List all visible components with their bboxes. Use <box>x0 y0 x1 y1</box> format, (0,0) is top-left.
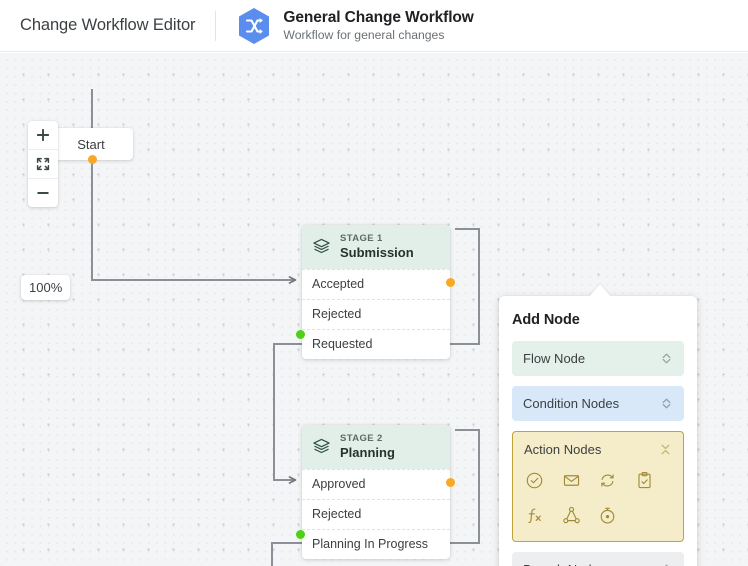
shuffle-hexagon-icon <box>239 7 270 44</box>
plus-icon <box>36 128 50 142</box>
add-node-panel-title: Add Node <box>512 312 580 328</box>
chevron-updown-icon[interactable] <box>660 352 673 365</box>
app-header: Change Workflow Editor General Change Wo… <box>0 0 748 52</box>
chevron-updown-icon[interactable] <box>660 563 673 566</box>
share-network-icon[interactable] <box>562 506 581 525</box>
stage-title: Submission <box>340 245 414 260</box>
category-action-nodes[interactable]: Action Nodes <box>512 431 684 542</box>
fit-to-screen-icon <box>36 157 50 171</box>
timer-stopwatch-icon[interactable] <box>598 506 617 525</box>
category-branch-nodes-header[interactable]: Branch Nodes <box>512 552 684 566</box>
layers-icon <box>313 238 330 254</box>
stage-row[interactable]: Approved <box>302 469 450 499</box>
function-fx-icon[interactable] <box>525 506 544 525</box>
action-node-icon-grid <box>513 467 683 541</box>
clipboard-check-icon[interactable] <box>635 471 654 490</box>
page-title: Change Workflow Editor <box>20 16 196 34</box>
workflow-name: General Change Workflow <box>283 8 474 26</box>
category-condition-nodes[interactable]: Condition Nodes <box>512 386 684 421</box>
stage-header-text: STAGE 1 Submission <box>340 233 414 260</box>
category-action-nodes-header[interactable]: Action Nodes <box>513 432 683 467</box>
workflow-canvas[interactable]: 100% Start STAGE 1 Submission <box>0 53 748 566</box>
envelope-icon[interactable] <box>562 471 581 490</box>
stage-label: STAGE 2 <box>340 433 383 444</box>
add-node-panel: Add Node Flow Node Condition Nodes <box>499 296 697 566</box>
stage-row[interactable]: Rejected <box>302 499 450 529</box>
zoom-level-label[interactable]: 100% <box>21 275 71 300</box>
stage-row[interactable]: Planning In Progress <box>302 529 450 559</box>
chevron-collapse-icon[interactable] <box>659 443 672 456</box>
planning-approved-output-port[interactable] <box>446 478 455 487</box>
edge-start-to-submission <box>91 89 297 284</box>
fit-to-screen-button[interactable] <box>28 149 58 178</box>
submission-requested-input-port[interactable] <box>296 330 305 339</box>
zoom-controls <box>28 121 58 207</box>
start-node-label: Start <box>77 136 105 152</box>
check-circle-icon[interactable] <box>525 471 544 490</box>
stage-row[interactable]: Rejected <box>302 299 450 329</box>
category-label: Flow Node <box>523 351 586 366</box>
category-label: Action Nodes <box>524 442 602 457</box>
stage-label: STAGE 1 <box>340 233 383 244</box>
stage-header-text: STAGE 2 Planning <box>340 433 395 460</box>
stage-row[interactable]: Accepted <box>302 269 450 299</box>
stage-node-planning[interactable]: STAGE 2 Planning Approved Rejected Plann… <box>302 425 450 559</box>
planning-inprogress-input-port[interactable] <box>296 530 305 539</box>
category-flow-node-header[interactable]: Flow Node <box>512 341 684 376</box>
category-label: Branch Nodes <box>523 562 605 566</box>
stage-node-submission[interactable]: STAGE 1 Submission Accepted Rejected Req… <box>302 225 450 359</box>
panel-pointer <box>589 284 611 297</box>
workflow-icon <box>237 7 271 45</box>
zoom-in-button[interactable] <box>28 121 58 149</box>
minus-icon <box>37 192 49 194</box>
refresh-sync-icon[interactable] <box>598 471 617 490</box>
stage-row[interactable]: Requested <box>302 329 450 359</box>
category-branch-nodes[interactable]: Branch Nodes <box>512 552 684 566</box>
category-flow-node[interactable]: Flow Node <box>512 341 684 376</box>
workflow-heading: General Change Workflow Workflow for gen… <box>283 9 473 43</box>
stage-header: STAGE 2 Planning <box>302 425 450 469</box>
workflow-subtitle: Workflow for general changes <box>283 28 445 43</box>
layers-icon <box>313 438 330 454</box>
zoom-out-button[interactable] <box>28 178 58 207</box>
chevron-updown-icon[interactable] <box>660 397 673 410</box>
stage-title: Planning <box>340 445 395 460</box>
category-label: Condition Nodes <box>523 396 620 411</box>
header-divider <box>215 10 217 41</box>
stage-header: STAGE 1 Submission <box>302 225 450 269</box>
start-node-output-port[interactable] <box>88 155 97 164</box>
category-condition-nodes-header[interactable]: Condition Nodes <box>512 386 684 421</box>
submission-accepted-output-port[interactable] <box>446 278 455 287</box>
